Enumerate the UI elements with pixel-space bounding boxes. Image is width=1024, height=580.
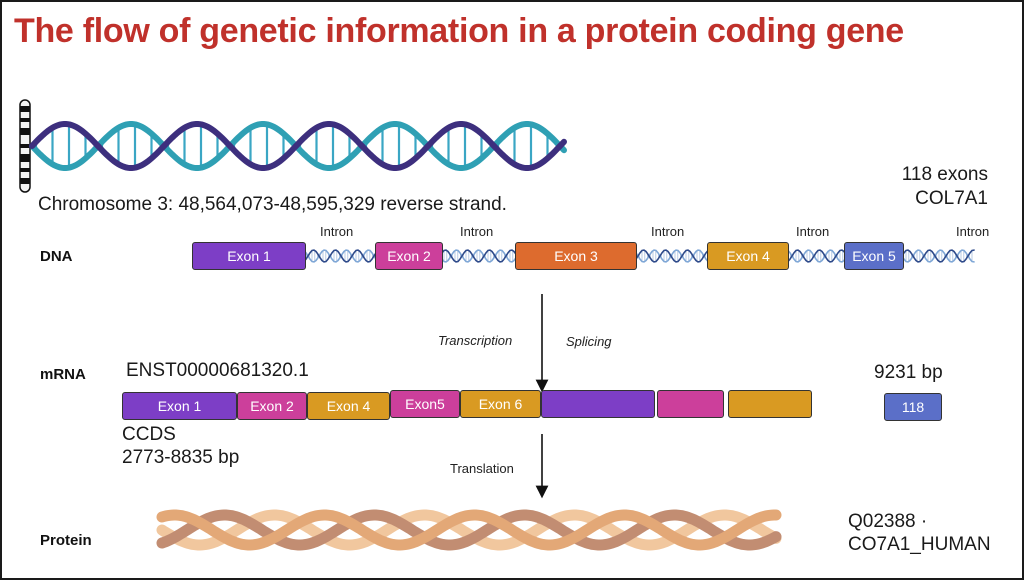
ccds-label: CCDS [122,424,176,445]
dna-double-helix-icon [29,121,567,171]
translation-label: Translation [450,461,514,476]
mrna-exon-2: Exon 2 [237,392,307,420]
protein-accession: Q02388 · [848,511,928,532]
mrna-exon-5: Exon5 [390,390,460,418]
protein-strand-3 [156,509,782,551]
mrna-exon-8 [657,390,724,418]
mrna-exon-9 [728,390,812,418]
intron-label: Intron [651,224,685,239]
protein-entry-name: CO7A1_HUMAN [848,534,991,555]
exon-count: 118 exons [901,164,988,185]
dna-exon-5: Exon 5 [844,242,904,270]
mrna-exon-118: 118 [884,393,942,421]
chromosome-location: Chromosome 3: 48,564,073-48,595,329 reve… [38,194,507,215]
intron-label: Intron [320,224,354,239]
ccds-range: 2773-8835 bp [122,447,240,468]
dna-exon-4: Exon 4 [707,242,789,270]
mrna-exon-6: Exon 6 [460,390,541,418]
mrna-exon-7 [541,390,655,418]
diagram-title: The flow of genetic information in a pro… [14,12,904,50]
dna-row-label: DNA [40,248,73,265]
intron-label: Intron [796,224,830,239]
splicing-label: Splicing [566,334,612,349]
mrna-row-label: mRNA [40,366,86,383]
protein-row-label: Protein [40,532,92,549]
protein-strand-2 [156,509,782,551]
dna-exon-2: Exon 2 [375,242,443,270]
transcript-id: ENST00000681320.1 [126,360,309,381]
transcript-length: 9231 bp [874,362,943,383]
dna-exon-1: Exon 1 [192,242,306,270]
transcription-label: Transcription [438,333,513,348]
intron-label: Intron [956,224,990,239]
dna-exon-3: Exon 3 [515,242,637,270]
mrna-exon-1: Exon 1 [122,392,237,420]
gene-name: COL7A1 [915,188,988,209]
mrna-exon-4: Exon 4 [307,392,390,420]
large-dna-strands [29,121,567,171]
intron-label: Intron [460,224,494,239]
